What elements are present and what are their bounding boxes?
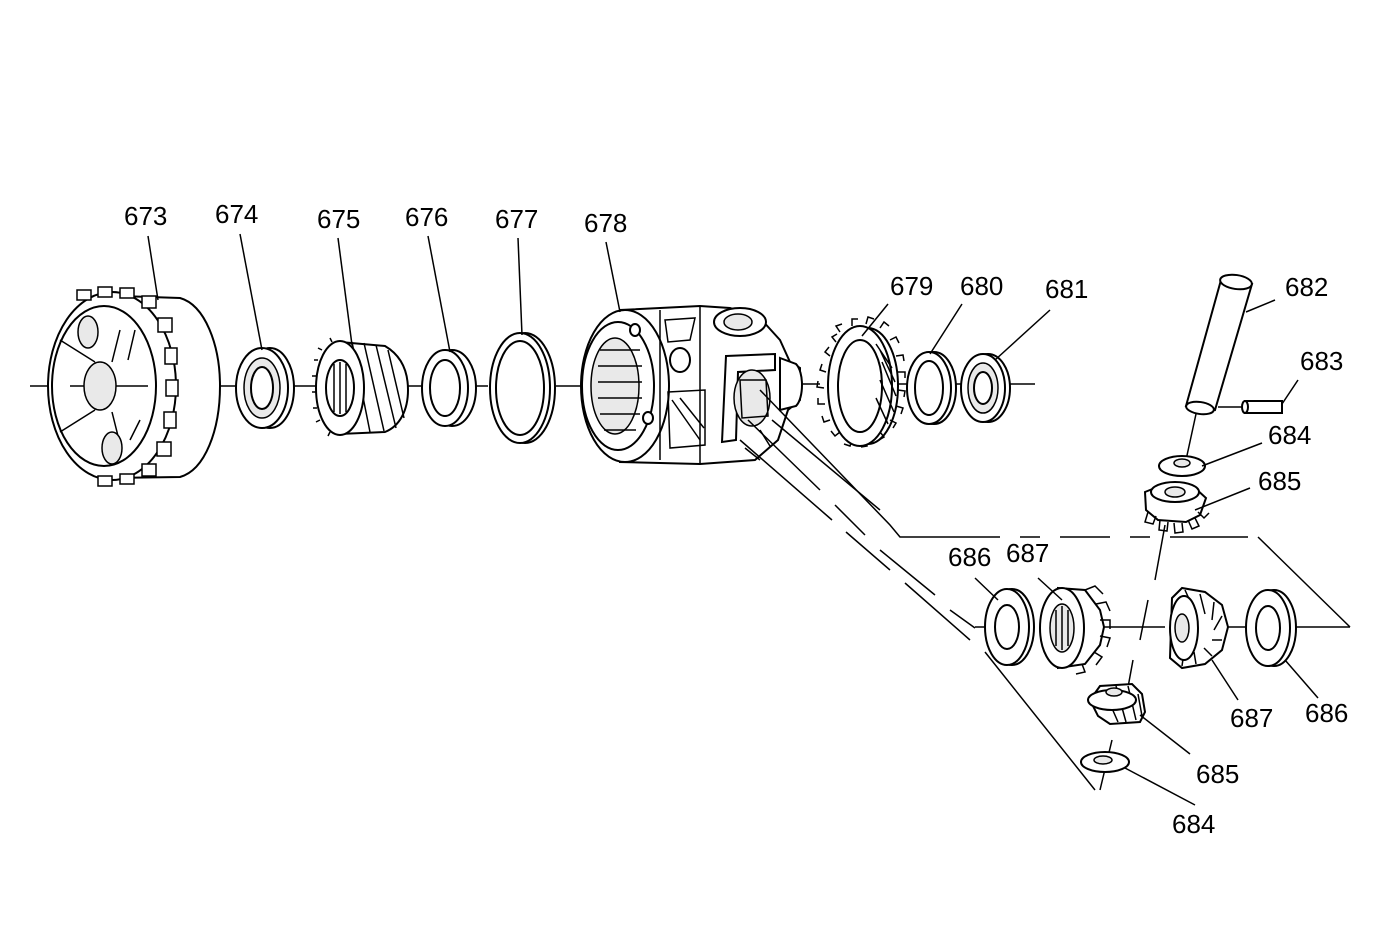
part-680-washer — [906, 351, 957, 425]
label-682: 682 — [1285, 272, 1328, 302]
part-687-side-gear-right — [1168, 586, 1230, 670]
label-676: 676 — [405, 202, 448, 232]
part-684-washer-bottom — [1080, 751, 1130, 773]
part-681-bearing — [960, 353, 1011, 423]
label-684-bottom: 684 — [1172, 809, 1215, 839]
label-681: 681 — [1045, 274, 1088, 304]
part-685-pinion-top — [1143, 481, 1210, 534]
label-686-left: 686 — [948, 542, 991, 572]
label-687-right: 687 — [1230, 703, 1273, 733]
leader-lines — [147, 233, 1319, 806]
label-684-top: 684 — [1268, 420, 1311, 450]
label-679: 679 — [890, 271, 933, 301]
label-678: 678 — [584, 208, 627, 238]
label-687-left: 687 — [1006, 538, 1049, 568]
label-680: 680 — [960, 271, 1003, 301]
label-673: 673 — [124, 201, 167, 231]
label-683: 683 — [1300, 346, 1343, 376]
part-679-ring-gear — [816, 316, 906, 448]
part-683-pin — [1218, 400, 1283, 414]
part-685-pinion-bottom — [1087, 682, 1147, 726]
label-686-right: 686 — [1305, 698, 1348, 728]
part-labels: 673 674 675 676 677 678 679 680 681 682 … — [124, 199, 1348, 839]
part-686-washer-right — [1245, 589, 1297, 667]
part-686-washer-left — [984, 588, 1035, 666]
part-677-ring — [489, 332, 556, 444]
label-685-top: 685 — [1258, 466, 1301, 496]
part-682-shaft — [1184, 273, 1254, 461]
part-684-washer-top — [1158, 455, 1206, 477]
explode-guide-lines — [739, 389, 1351, 791]
part-676-washer — [421, 349, 477, 427]
part-678-carrier — [580, 304, 803, 466]
part-673-drum — [47, 286, 222, 487]
label-674: 674 — [215, 199, 258, 229]
part-687-side-gear-left — [1039, 585, 1111, 675]
part-674-bearing — [235, 347, 295, 429]
part-675-gear — [312, 337, 410, 437]
label-685-bottom: 685 — [1196, 759, 1239, 789]
label-677: 677 — [495, 204, 538, 234]
label-675: 675 — [317, 204, 360, 234]
